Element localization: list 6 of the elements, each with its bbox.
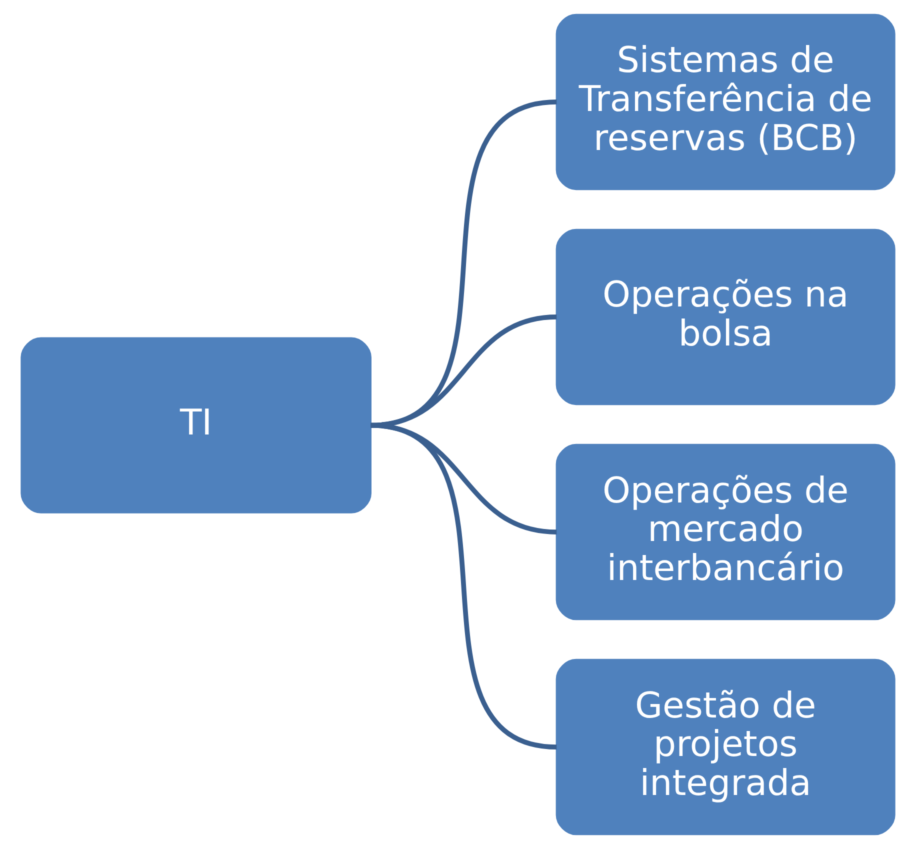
node-box: Operações na bolsa bbox=[556, 228, 896, 406]
node-box: Operações de mercado interbancário bbox=[556, 444, 896, 620]
connector bbox=[370, 422, 558, 750]
node-box: TI bbox=[20, 337, 372, 514]
node-box: Gestão de projetos integrada bbox=[556, 658, 896, 836]
node-box: Sistemas de Transferência de reservas (BCB) bbox=[556, 14, 896, 190]
